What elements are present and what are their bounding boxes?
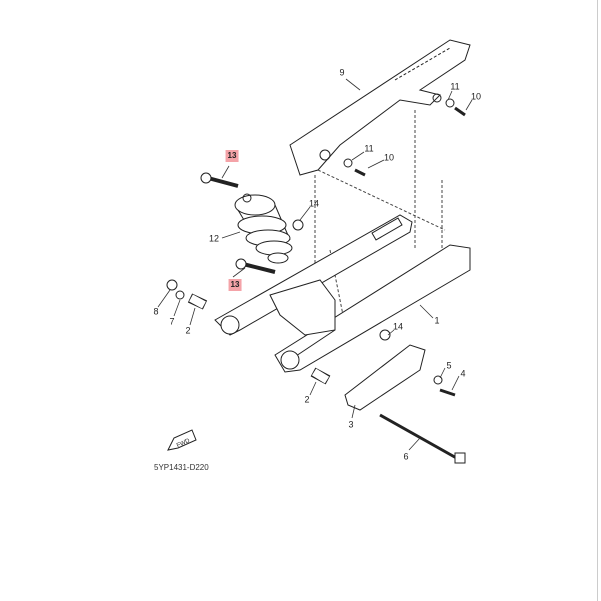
callout-11[interactable]: 11 — [364, 143, 374, 154]
callout-12[interactable]: 12 — [208, 233, 220, 244]
callout-14[interactable]: 14 — [392, 321, 404, 332]
bolt-13-upper — [207, 176, 239, 188]
bolt-13-lower — [242, 262, 276, 274]
callout-2[interactable]: 2 — [304, 394, 310, 405]
chain-guard-part — [289, 39, 471, 176]
swingarm-part — [214, 214, 413, 336]
callout-3[interactable]: 3 — [348, 419, 354, 430]
callout-11[interactable]: 11 — [450, 81, 460, 92]
shock-absorber-part — [234, 193, 293, 264]
nut-14-upper — [292, 219, 304, 231]
callout-4[interactable]: 4 — [460, 368, 466, 379]
callout-13-highlighted[interactable]: 13 — [228, 279, 242, 291]
callout-7[interactable]: 7 — [169, 316, 175, 327]
drawing-code: 5YP1431-D220 — [154, 463, 209, 472]
callout-1[interactable]: 1 — [434, 315, 440, 326]
callout-6[interactable]: 6 — [403, 451, 409, 462]
callout-8[interactable]: 8 — [153, 306, 159, 317]
callout-2[interactable]: 2 — [185, 325, 191, 336]
callout-10[interactable]: 10 — [470, 91, 482, 102]
callout-10[interactable]: 10 — [383, 152, 395, 163]
svg-text:FWD: FWD — [176, 438, 192, 449]
callout-9[interactable]: 9 — [339, 67, 345, 78]
callout-14[interactable]: 14 — [308, 198, 320, 209]
right-border — [597, 0, 598, 601]
chain-slider-part — [344, 344, 426, 411]
axle-part — [379, 413, 461, 462]
callout-13-highlighted[interactable]: 13 — [225, 150, 239, 162]
fwd-arrow-icon: FWD — [167, 429, 197, 451]
callout-5[interactable]: 5 — [446, 360, 452, 371]
nut-14-lower — [379, 329, 391, 341]
